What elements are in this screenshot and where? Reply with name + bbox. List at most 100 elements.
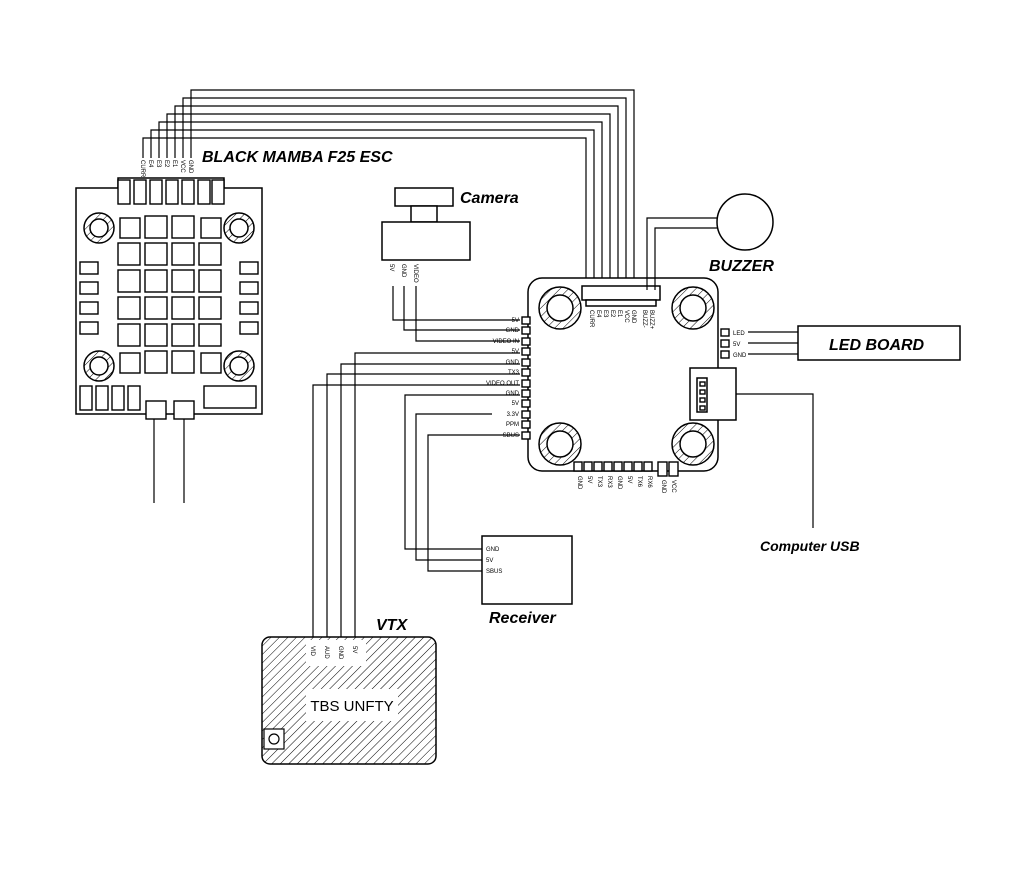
fc-pin-label: VCC — [623, 310, 629, 323]
vtx: TBS UNFTY — [261, 636, 437, 765]
receiver-pin-label: 5V — [486, 558, 493, 564]
esc-mosfet — [171, 323, 195, 347]
camera-pin-label: VIDEO — [412, 264, 418, 283]
fc-pin-label: RX6 — [646, 476, 652, 488]
fc-left-pad — [521, 347, 531, 356]
vtx-pin-label: VID — [309, 646, 315, 657]
fc-right-pads — [720, 328, 730, 359]
esc-mosfet — [171, 296, 195, 320]
fc-left-pad — [521, 420, 531, 429]
esc-mosfet — [144, 269, 168, 293]
camera-pin-labels: 5V GND VIDEO — [388, 264, 418, 283]
esc-mosfet — [117, 242, 141, 266]
esc-pin-label: E4 — [147, 160, 153, 168]
fc-left-pads — [521, 316, 531, 440]
fc-pin-label: TX3 — [508, 370, 520, 376]
esc-mosfet — [198, 242, 222, 266]
fc-pin-label: VIDEO OUT — [486, 381, 519, 387]
esc-to-fc-wires — [142, 89, 635, 290]
fc-pin-label: E4 — [595, 310, 601, 318]
fc-left-pad — [521, 368, 531, 377]
esc-mosfet — [171, 242, 195, 266]
fc-pin-label: E3 — [602, 310, 608, 318]
esc-mosfet — [171, 269, 195, 293]
camera-pin-label: GND — [400, 264, 406, 278]
fc-pin-label: GND — [506, 328, 520, 334]
fc-left-pin-labels: 5V GND VIDEO IN 5V GND TX3 VIDEO OUT GND… — [486, 318, 520, 439]
fc-bottom-pad — [643, 461, 653, 472]
fc-bottom-pad — [633, 461, 643, 472]
esc-mosfet — [144, 323, 168, 347]
fc-left-pad — [521, 326, 531, 335]
fc-pin-label: PPM — [506, 422, 519, 428]
fc-left-pad — [521, 410, 531, 419]
vtx-pin-label: AUD — [323, 646, 329, 659]
flight-controller — [521, 277, 737, 477]
vtx-label: VTX — [376, 617, 408, 634]
fc-left-pad — [521, 399, 531, 408]
esc-mosfet-grid — [117, 215, 222, 374]
receiver-label: Receiver — [489, 610, 556, 627]
esc-pin-label: CURR — [139, 160, 145, 178]
fc-pin-label: SBUS — [503, 433, 519, 439]
esc-mosfet — [117, 296, 141, 320]
fc-pin-label: 5V — [512, 318, 519, 324]
fc-bottom-pad — [583, 461, 593, 472]
fc-pin-label: GND — [576, 476, 582, 490]
computer-usb-label: Computer USB — [760, 538, 860, 554]
esc-pin-label: VCC — [179, 160, 185, 173]
led-wires — [748, 331, 798, 355]
vtx-model-label: TBS UNFTY — [310, 698, 393, 715]
fc-top-connector — [581, 285, 661, 301]
fc-bottom-pad — [657, 461, 668, 477]
camera — [381, 187, 471, 261]
fc-mount-hole — [538, 286, 715, 466]
esc-top-pin-row — [117, 179, 225, 205]
fc-pin-label: 3.3V — [507, 412, 519, 418]
fc-left-pad — [521, 379, 531, 388]
fc-pin-label: GND — [733, 353, 747, 359]
fc-pin-label: 5V — [733, 342, 740, 348]
fc-usb-port — [689, 367, 737, 421]
fc-pin-label: RX3 — [606, 476, 612, 488]
esc-title: BLACK MAMBA F25 ESC — [202, 149, 393, 166]
fc-pin-label: LED — [733, 331, 745, 337]
fc-bottom-pad — [593, 461, 603, 472]
fc-right-pin-labels: LED 5V GND — [733, 331, 747, 359]
vtx-pin-labels: VID AUD GND 5V — [309, 646, 357, 660]
fc-bottom-pads — [573, 461, 679, 477]
fc-pin-label: BUZZ+ — [648, 310, 654, 330]
receiver-wires — [404, 394, 520, 572]
fc-bottom-pad — [668, 461, 679, 477]
esc-mount-hole — [83, 212, 255, 382]
receiver-pin-label: GND — [486, 547, 500, 553]
receiver — [481, 535, 573, 605]
vtx-pin-label: GND — [337, 646, 343, 660]
fc-pin-label: GND — [660, 480, 666, 494]
fc-pin-label: GND — [616, 476, 622, 490]
fc-pin-label: E1 — [616, 310, 622, 318]
buzzer-wires — [646, 217, 717, 290]
fc-pin-label: GND — [506, 360, 520, 366]
esc-mosfet — [144, 242, 168, 266]
fc-bottom-pad — [623, 461, 633, 472]
fc-pin-label: BUZZ- — [641, 310, 647, 328]
camera-label: Camera — [460, 190, 519, 207]
esc-mosfet — [198, 269, 222, 293]
esc-mosfet — [144, 296, 168, 320]
led-board — [797, 325, 961, 361]
fc-top-pin-labels: CURR E4 E3 E2 E1 VCC GND BUZZ- BUZZ+ — [588, 310, 654, 330]
esc-mosfet — [144, 350, 168, 374]
esc-mosfet — [200, 217, 222, 239]
esc-mosfet — [119, 217, 141, 239]
usb-wire — [736, 393, 814, 528]
esc-pin-label: E3 — [155, 160, 161, 168]
camera-pin-label: 5V — [388, 264, 394, 271]
vtx-wires — [312, 352, 520, 637]
esc-mosfet — [198, 323, 222, 347]
fc-left-pad — [521, 316, 531, 325]
fc-bottom-pad — [603, 461, 613, 472]
esc-mosfet — [119, 352, 141, 374]
fc-pin-label: 5V — [512, 349, 519, 355]
